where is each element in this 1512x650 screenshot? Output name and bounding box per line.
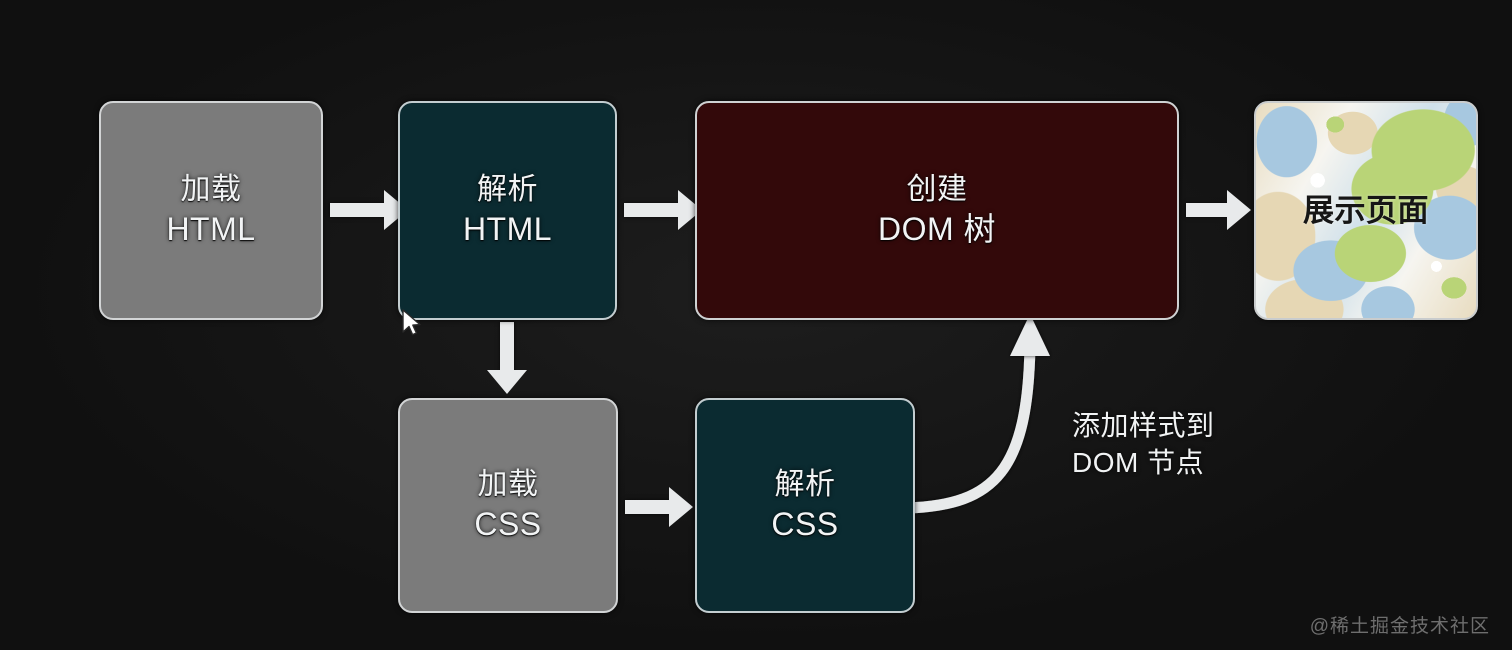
node-parse-css-line2: CSS — [771, 506, 839, 543]
node-load-html-line1: 加载 — [180, 172, 242, 206]
node-parse-css[interactable]: 解析 CSS — [695, 398, 915, 613]
node-show-page-label: 展示页面 — [1303, 192, 1429, 228]
node-load-html[interactable]: 加载 HTML — [99, 101, 323, 320]
arrow-create-dom-to-show-page — [1186, 203, 1229, 217]
node-create-dom-tree-line2: DOM 树 — [877, 211, 997, 248]
node-load-html-line2: HTML — [166, 211, 256, 248]
node-parse-html-line1: 解析 — [477, 172, 538, 206]
arrow-parse-css-to-create-dom — [902, 314, 1050, 514]
edge-label-line2: DOM 节点 — [1072, 446, 1205, 478]
node-load-css-line2: CSS — [474, 506, 542, 543]
arrow-parse-html-to-load-css — [500, 322, 514, 372]
edge-label-add-style-to-dom: 添加样式到 DOM 节点 — [1072, 408, 1215, 482]
node-create-dom-tree-line1: 创建 — [906, 172, 968, 206]
node-parse-html[interactable]: 解析 HTML — [398, 101, 617, 320]
arrow-load-css-to-parse-css — [625, 500, 671, 514]
node-load-css[interactable]: 加载 CSS — [398, 398, 618, 613]
node-create-dom-tree[interactable]: 创建 DOM 树 — [695, 101, 1179, 320]
node-parse-css-line1: 解析 — [774, 467, 836, 501]
node-load-css-line1: 加载 — [477, 467, 539, 501]
arrow-parse-html-to-create-dom — [624, 203, 680, 217]
edge-label-line1: 添加样式到 — [1072, 410, 1215, 441]
node-show-page[interactable]: 展示页面 — [1254, 101, 1478, 320]
arrow-load-html-to-parse-html — [330, 203, 386, 217]
node-parse-html-line2: HTML — [462, 211, 553, 248]
watermark: @稀土掘金技术社区 — [1309, 616, 1490, 637]
